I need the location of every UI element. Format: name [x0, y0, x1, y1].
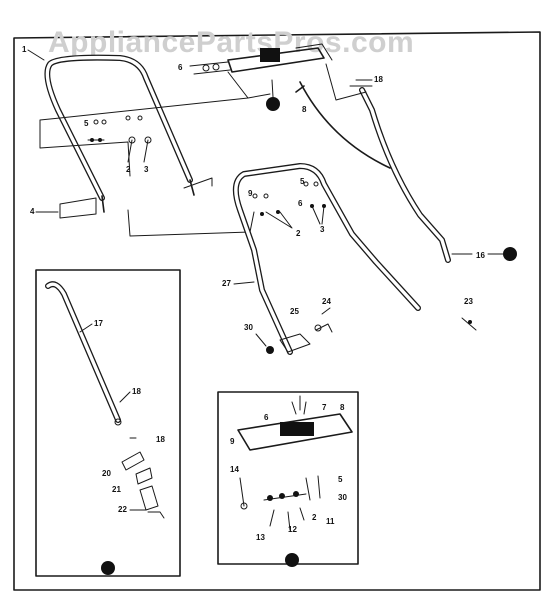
- callout-11: 11: [326, 517, 335, 526]
- callout-18-inset: 18: [156, 435, 165, 444]
- callout-13: 13: [256, 533, 265, 542]
- callout-22: 22: [118, 505, 127, 514]
- callout-2-middle: 2: [296, 229, 301, 238]
- callout-30: 30: [244, 323, 253, 332]
- callout-3-middle: 3: [320, 225, 325, 234]
- upper-handle-assembly: [39, 43, 333, 237]
- diagram-frame: [13, 31, 541, 591]
- callout-6-inset: 6: [264, 413, 269, 422]
- callout-18-inset-top: 18: [132, 387, 141, 396]
- grommet: [266, 97, 280, 111]
- callout-1: 1: [22, 45, 27, 54]
- watermark-text: AppliancePartsPros.com: [48, 26, 414, 59]
- callout-8: 8: [302, 105, 307, 114]
- middle-handle-assembly: [232, 163, 477, 355]
- callout-24: 24: [322, 297, 331, 306]
- inset-box-right: [217, 391, 359, 567]
- callout-27: 27: [222, 279, 231, 288]
- inset-a-ball: [101, 561, 115, 575]
- control-panel-grille: [260, 48, 280, 62]
- callout-18-upper: 18: [374, 75, 383, 84]
- inset-b-grille: [280, 422, 314, 436]
- callout-6-middle: 6: [298, 199, 303, 208]
- callout-5-middle: 5: [300, 177, 305, 186]
- callout-23: 23: [464, 297, 473, 306]
- callout-9-middle: 9: [248, 189, 253, 198]
- inset-box-left: [35, 269, 181, 577]
- callout-labels: 1 6 18 8 5 2 3 4 9 5 6 2 3 16 27 24 25 3…: [22, 45, 485, 542]
- callout-9-inset: 9: [230, 437, 235, 446]
- callout-21: 21: [112, 485, 121, 494]
- callout-16: 16: [476, 251, 485, 260]
- callout-17: 17: [94, 319, 103, 328]
- callout-14: 14: [230, 465, 239, 474]
- callout-7: 7: [322, 403, 327, 412]
- callout-8-inset: 8: [340, 403, 345, 412]
- control-cable: [295, 63, 517, 263]
- callout-12: 12: [288, 525, 297, 534]
- callout-4: 4: [30, 207, 35, 216]
- callout-5-inset: 5: [338, 475, 343, 484]
- inset-b-ball: [285, 553, 299, 567]
- cable-end-ball: [503, 247, 517, 261]
- callout-30-inset: 30: [338, 493, 347, 502]
- callout-25: 25: [290, 307, 299, 316]
- callout-2-upper: 2: [126, 165, 131, 174]
- callout-3-upper: 3: [144, 165, 149, 174]
- callout-5-upper: 5: [84, 119, 89, 128]
- callout-6: 6: [178, 63, 183, 72]
- callout-20: 20: [102, 469, 111, 478]
- callout-2-inset: 2: [312, 513, 317, 522]
